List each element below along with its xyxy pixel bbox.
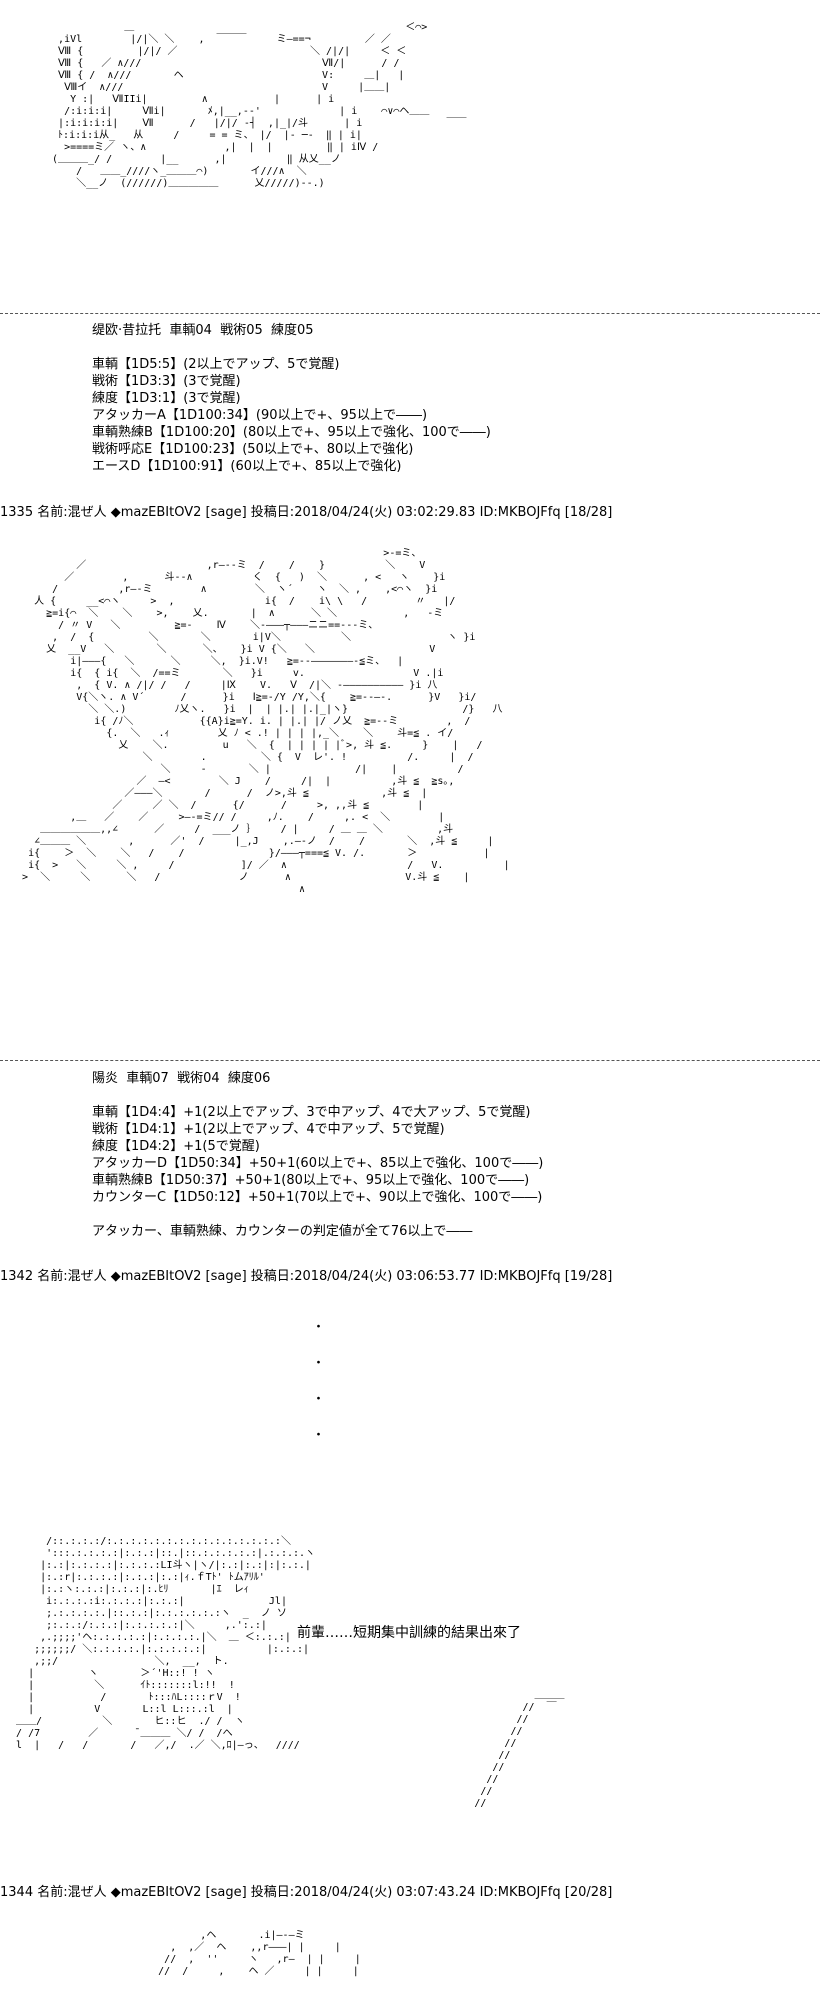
ascii-art-1: ＿ ＜⌒> ,iVl |/|＼ ＼ , ￣￣￣ ミ―==¬ ／ ／ Ⅷ { |/… — [52, 22, 467, 189]
stats-line: 車輌熟練B【1D100:20】(80以上で+、95以上で強化、100で――) — [92, 425, 491, 440]
stats-line: アタッカーD【1D50:34】+50+1(60以上で+、85以上で強化、100で… — [92, 1156, 544, 1171]
dot: ・ — [312, 1320, 326, 1335]
stats-line: 車輌熟練B【1D50:37】+50+1(80以上で+、95以上で強化、100で―… — [92, 1173, 530, 1188]
dot: ・ — [312, 1356, 326, 1371]
stats-line: 戦術【1D3:3】(3で覚醒) — [92, 374, 241, 389]
stats-line: 練度【1D4:2】+1(5で覚醒) — [92, 1139, 260, 1154]
stats-block-2: 陽炎 車輌07 戦術04 練度06 車輌【1D4:4】+1(2以上でアップ、3で… — [92, 1070, 543, 1240]
dot: ・ — [312, 1392, 326, 1407]
stats-block-1: 缇欧·昔拉托 車輌04 戦術05 練度05 車輌【1D5:5】(2以上でアップ、… — [92, 322, 491, 475]
stats-line: アタッカーA【1D100:34】(90以上で+、95以上で――) — [92, 408, 428, 423]
post-header-1335: 1335 名前:混ぜ人 ◆mazEBItOV2 [sage] 投稿日:2018/… — [0, 505, 613, 520]
dot: ・ — [312, 1428, 326, 1443]
post-header-1342: 1342 名前:混ぜ人 ◆mazEBItOV2 [sage] 投稿日:2018/… — [0, 1269, 613, 1284]
stats-line: 戦術【1D4:1】+1(2以上でアップ、4で中アップ、5で覚醒) — [92, 1122, 445, 1137]
divider-2 — [0, 1060, 820, 1061]
stats-line: 車輌【1D4:4】+1(2以上でアップ、3で中アップ、4で大アップ、5で覚醒) — [92, 1105, 531, 1120]
stats-line: 戦術呼応E【1D100:23】(50以上で+、80以上で強化) — [92, 442, 414, 457]
ascii-art-3: /::.:.:.:/:.:.:.:.:.:.:.:.:.:.:.:.:.:.:＼… — [16, 1536, 316, 1751]
ascii-art-3-rail: ＿＿＿ // ￣ // // // // // // // — [474, 1690, 565, 1809]
divider-1 — [0, 313, 820, 314]
stats-note: アタッカー、車輌熟練、カウンターの判定値が全て76以上で―― — [92, 1224, 473, 1239]
ascii-art-4: ,ヘ .i|―‐―ミ , ,／ ヘ ,,r―――| | | // , '' ヽ … — [158, 1930, 361, 1977]
stats-line: 練度【1D3:1】(3で覚醒) — [92, 391, 241, 406]
dialogue-line: 前輩……短期集中訓練的結果出來了 — [297, 1625, 521, 1641]
stats-line: 車輌【1D5:5】(2以上でアップ、5で覚醒) — [92, 357, 340, 372]
stats-block-2-title: 陽炎 車輌07 戦術04 練度06 — [92, 1071, 271, 1086]
ascii-art-2: >‐=ミ、 ／ ,r―‐‐ミ / / } ＼ V ／ , 斗‐-∧ く { ) … — [22, 548, 510, 895]
stats-line: エースD【1D100:91】(60以上で+、85以上で強化) — [92, 459, 402, 474]
stats-line: カウンターC【1D50:12】+50+1(70以上で+、90以上で強化、100で… — [92, 1190, 543, 1205]
post-header-1344: 1344 名前:混ぜ人 ◆mazEBItOV2 [sage] 投稿日:2018/… — [0, 1885, 613, 1900]
ellipsis-dots: ・ ・ ・ ・ — [312, 1310, 325, 1454]
stats-block-1-title: 缇欧·昔拉托 車輌04 戦術05 練度05 — [92, 323, 314, 338]
